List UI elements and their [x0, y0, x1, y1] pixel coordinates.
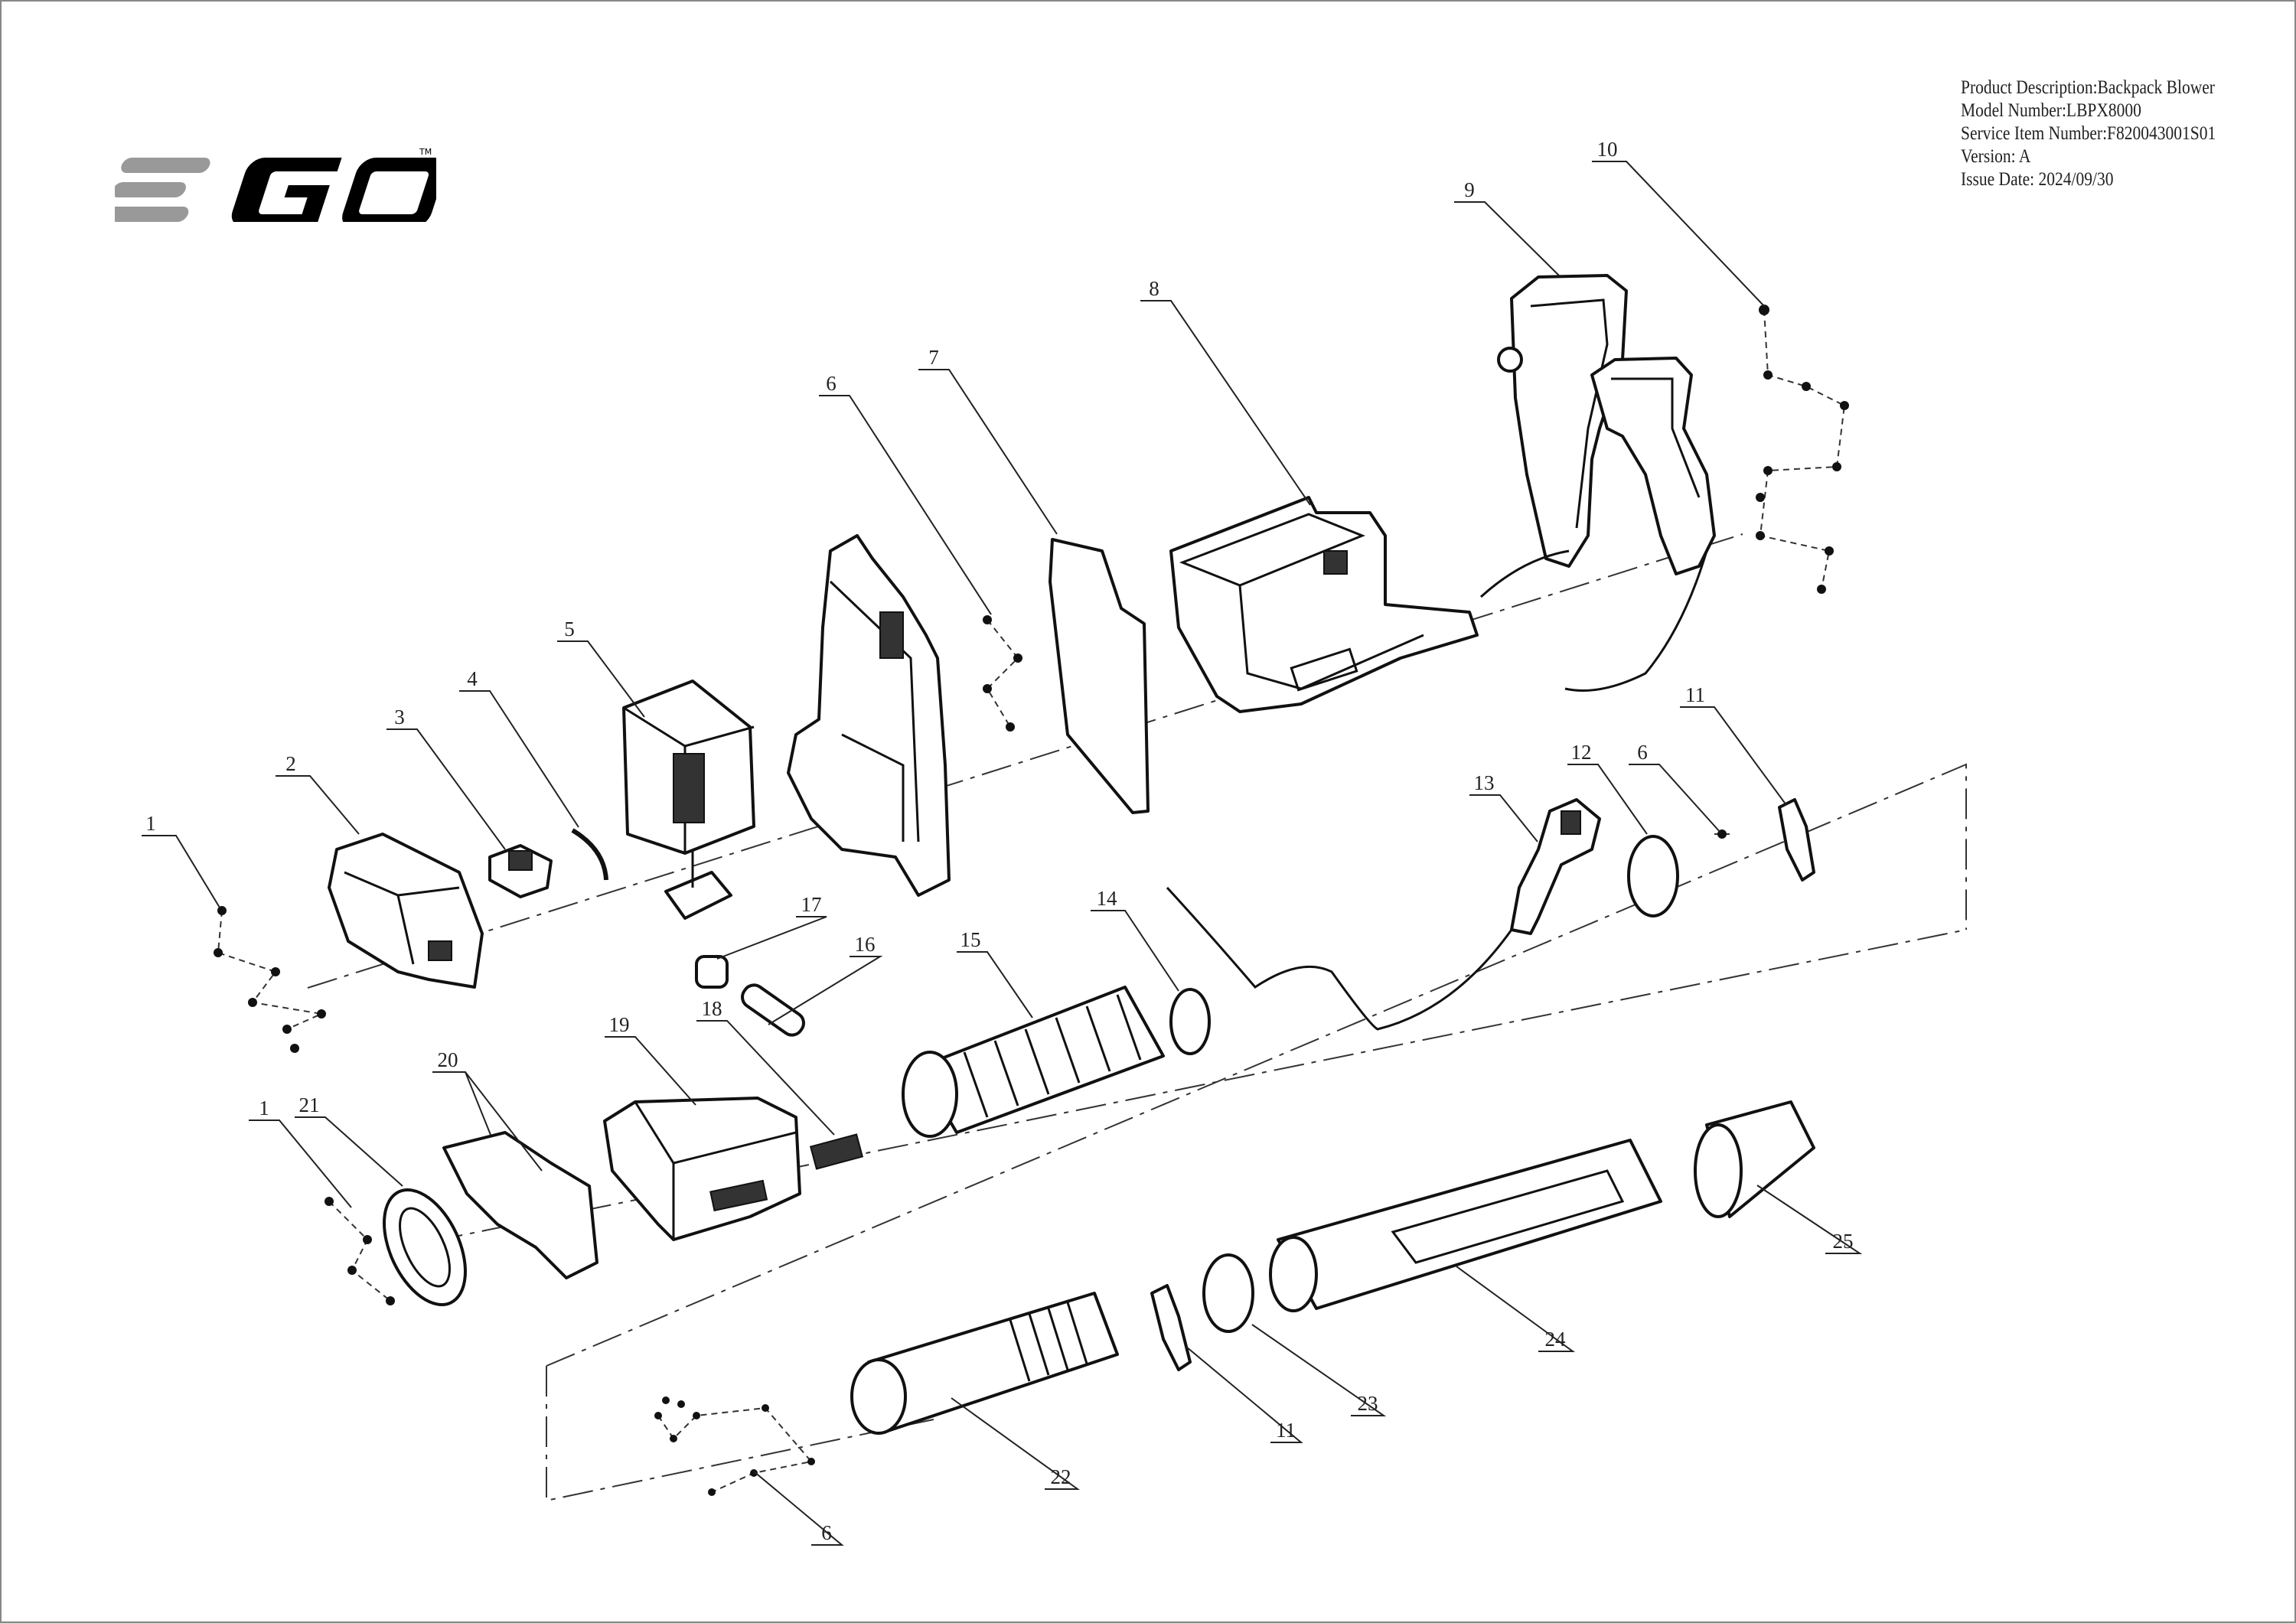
part-3-switch: [488, 844, 553, 898]
part-18-filter: [809, 1133, 864, 1170]
callout-15: 15: [960, 928, 981, 951]
part-22-lower-tube: [850, 1292, 1119, 1435]
callout-23: 23: [1358, 1392, 1378, 1415]
callout-11: 11: [1685, 683, 1705, 706]
part-11-trigger-upper: [1778, 798, 1815, 882]
callout-21: 21: [299, 1093, 320, 1116]
callout-22: 22: [1051, 1465, 1071, 1488]
callout-9: 9: [1464, 178, 1475, 201]
callout-10: 10: [1597, 138, 1618, 161]
callout-8: 8: [1149, 277, 1159, 300]
product-description: Product Description:Backpack Blower: [1961, 77, 2215, 98]
part-14-hose-clamp: [1169, 988, 1211, 1055]
service-item-number: Service Item Number:F820043001S01: [1961, 123, 2216, 144]
part-20-shroud: [442, 1131, 598, 1279]
ego-logo: TM: [103, 138, 446, 228]
callout-17: 17: [801, 893, 822, 916]
callout-2: 2: [285, 752, 296, 775]
part-8-back-frame: [1169, 496, 1479, 713]
product-info-block: Product Description:Backpack Blower Mode…: [1961, 77, 2216, 191]
part-11-trigger-lower: [1150, 1284, 1192, 1371]
model-number: Model Number:LBPX8000: [1961, 100, 2141, 121]
part-5-battery-compartment: [622, 680, 755, 920]
callout-12: 12: [1571, 741, 1592, 764]
part-17-sleeve: [695, 955, 729, 989]
screws: [214, 305, 1849, 1496]
callout-leaders: [142, 161, 1863, 1546]
callout-20: 20: [438, 1048, 458, 1071]
part-7-gasket-plate: [1049, 538, 1150, 814]
callout-25: 25: [1833, 1230, 1854, 1253]
callout-18: 18: [702, 997, 722, 1020]
callout-1: 1: [259, 1097, 269, 1119]
callout-6: 6: [1637, 741, 1648, 764]
part-21-intake-grille: [383, 1188, 467, 1306]
part-23-tube-clamp: [1202, 1253, 1254, 1333]
callout-1: 1: [145, 812, 156, 835]
callout-11: 11: [1276, 1419, 1296, 1442]
callout-16: 16: [855, 933, 876, 956]
part-19-fan-housing: [603, 1097, 801, 1241]
trademark-mark: TM: [419, 147, 432, 157]
callout-6: 6: [821, 1521, 832, 1544]
callout-5: 5: [564, 618, 575, 640]
callout-numbers: 1 2 3 4 5 6 7 8 9 10 11 12 6 13 14 15 16…: [145, 138, 1853, 1544]
callout-3: 3: [394, 706, 405, 728]
callout-14: 14: [1097, 887, 1118, 910]
issue-date: Issue Date: 2024/09/30: [1961, 169, 2114, 190]
part-24-extension-tube: [1269, 1139, 1662, 1312]
callout-24: 24: [1545, 1328, 1567, 1351]
part-16-pin: [741, 983, 805, 1037]
callout-6: 6: [826, 372, 837, 395]
part-12-clamp-ring: [1627, 835, 1679, 917]
part-15-flex-hose: [902, 986, 1165, 1138]
part-13-control-handle: [1166, 798, 1601, 1031]
callout-19: 19: [609, 1013, 630, 1036]
part-6-main-housing: [787, 534, 951, 897]
version: Version: A: [1961, 146, 2031, 167]
part-9-shoulder-straps: [1479, 274, 1716, 692]
part-4-wire: [571, 828, 608, 881]
part-25-nozzle: [1694, 1100, 1815, 1218]
callout-4: 4: [467, 667, 478, 690]
callout-7: 7: [928, 346, 939, 369]
part-2-rear-cover: [328, 833, 484, 989]
callout-13: 13: [1474, 771, 1495, 794]
